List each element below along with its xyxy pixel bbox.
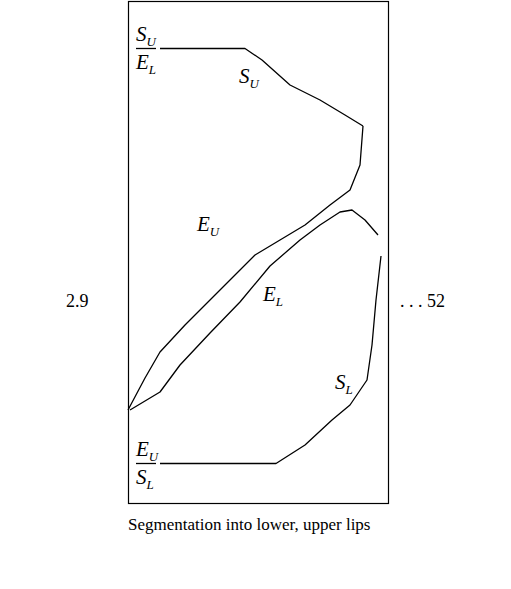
lower-lip-inner-contour [130, 210, 378, 410]
fraction-bar [136, 48, 156, 49]
segment-symbol: EL [135, 52, 157, 76]
frame [129, 2, 389, 504]
segment-symbol: EU [135, 439, 159, 463]
segment-symbol: SL [334, 372, 354, 396]
segment-symbol: SU [135, 24, 157, 48]
page-reference: . . . 52 [400, 292, 445, 310]
upper-lip-inner-contour [128, 126, 363, 410]
figure-number: 2.9 [66, 292, 89, 310]
upper-lip-outer-contour [160, 49, 363, 127]
fraction-bar [136, 463, 156, 464]
lower-lip-outer-contour [160, 256, 381, 464]
figure-caption: Segmentation into lower, upper lips [128, 503, 378, 547]
segment-symbol: EU [196, 214, 220, 238]
segment-symbol: EL [262, 284, 284, 308]
segment-symbol: SL [135, 467, 155, 491]
segment-symbol: SU [238, 66, 260, 90]
